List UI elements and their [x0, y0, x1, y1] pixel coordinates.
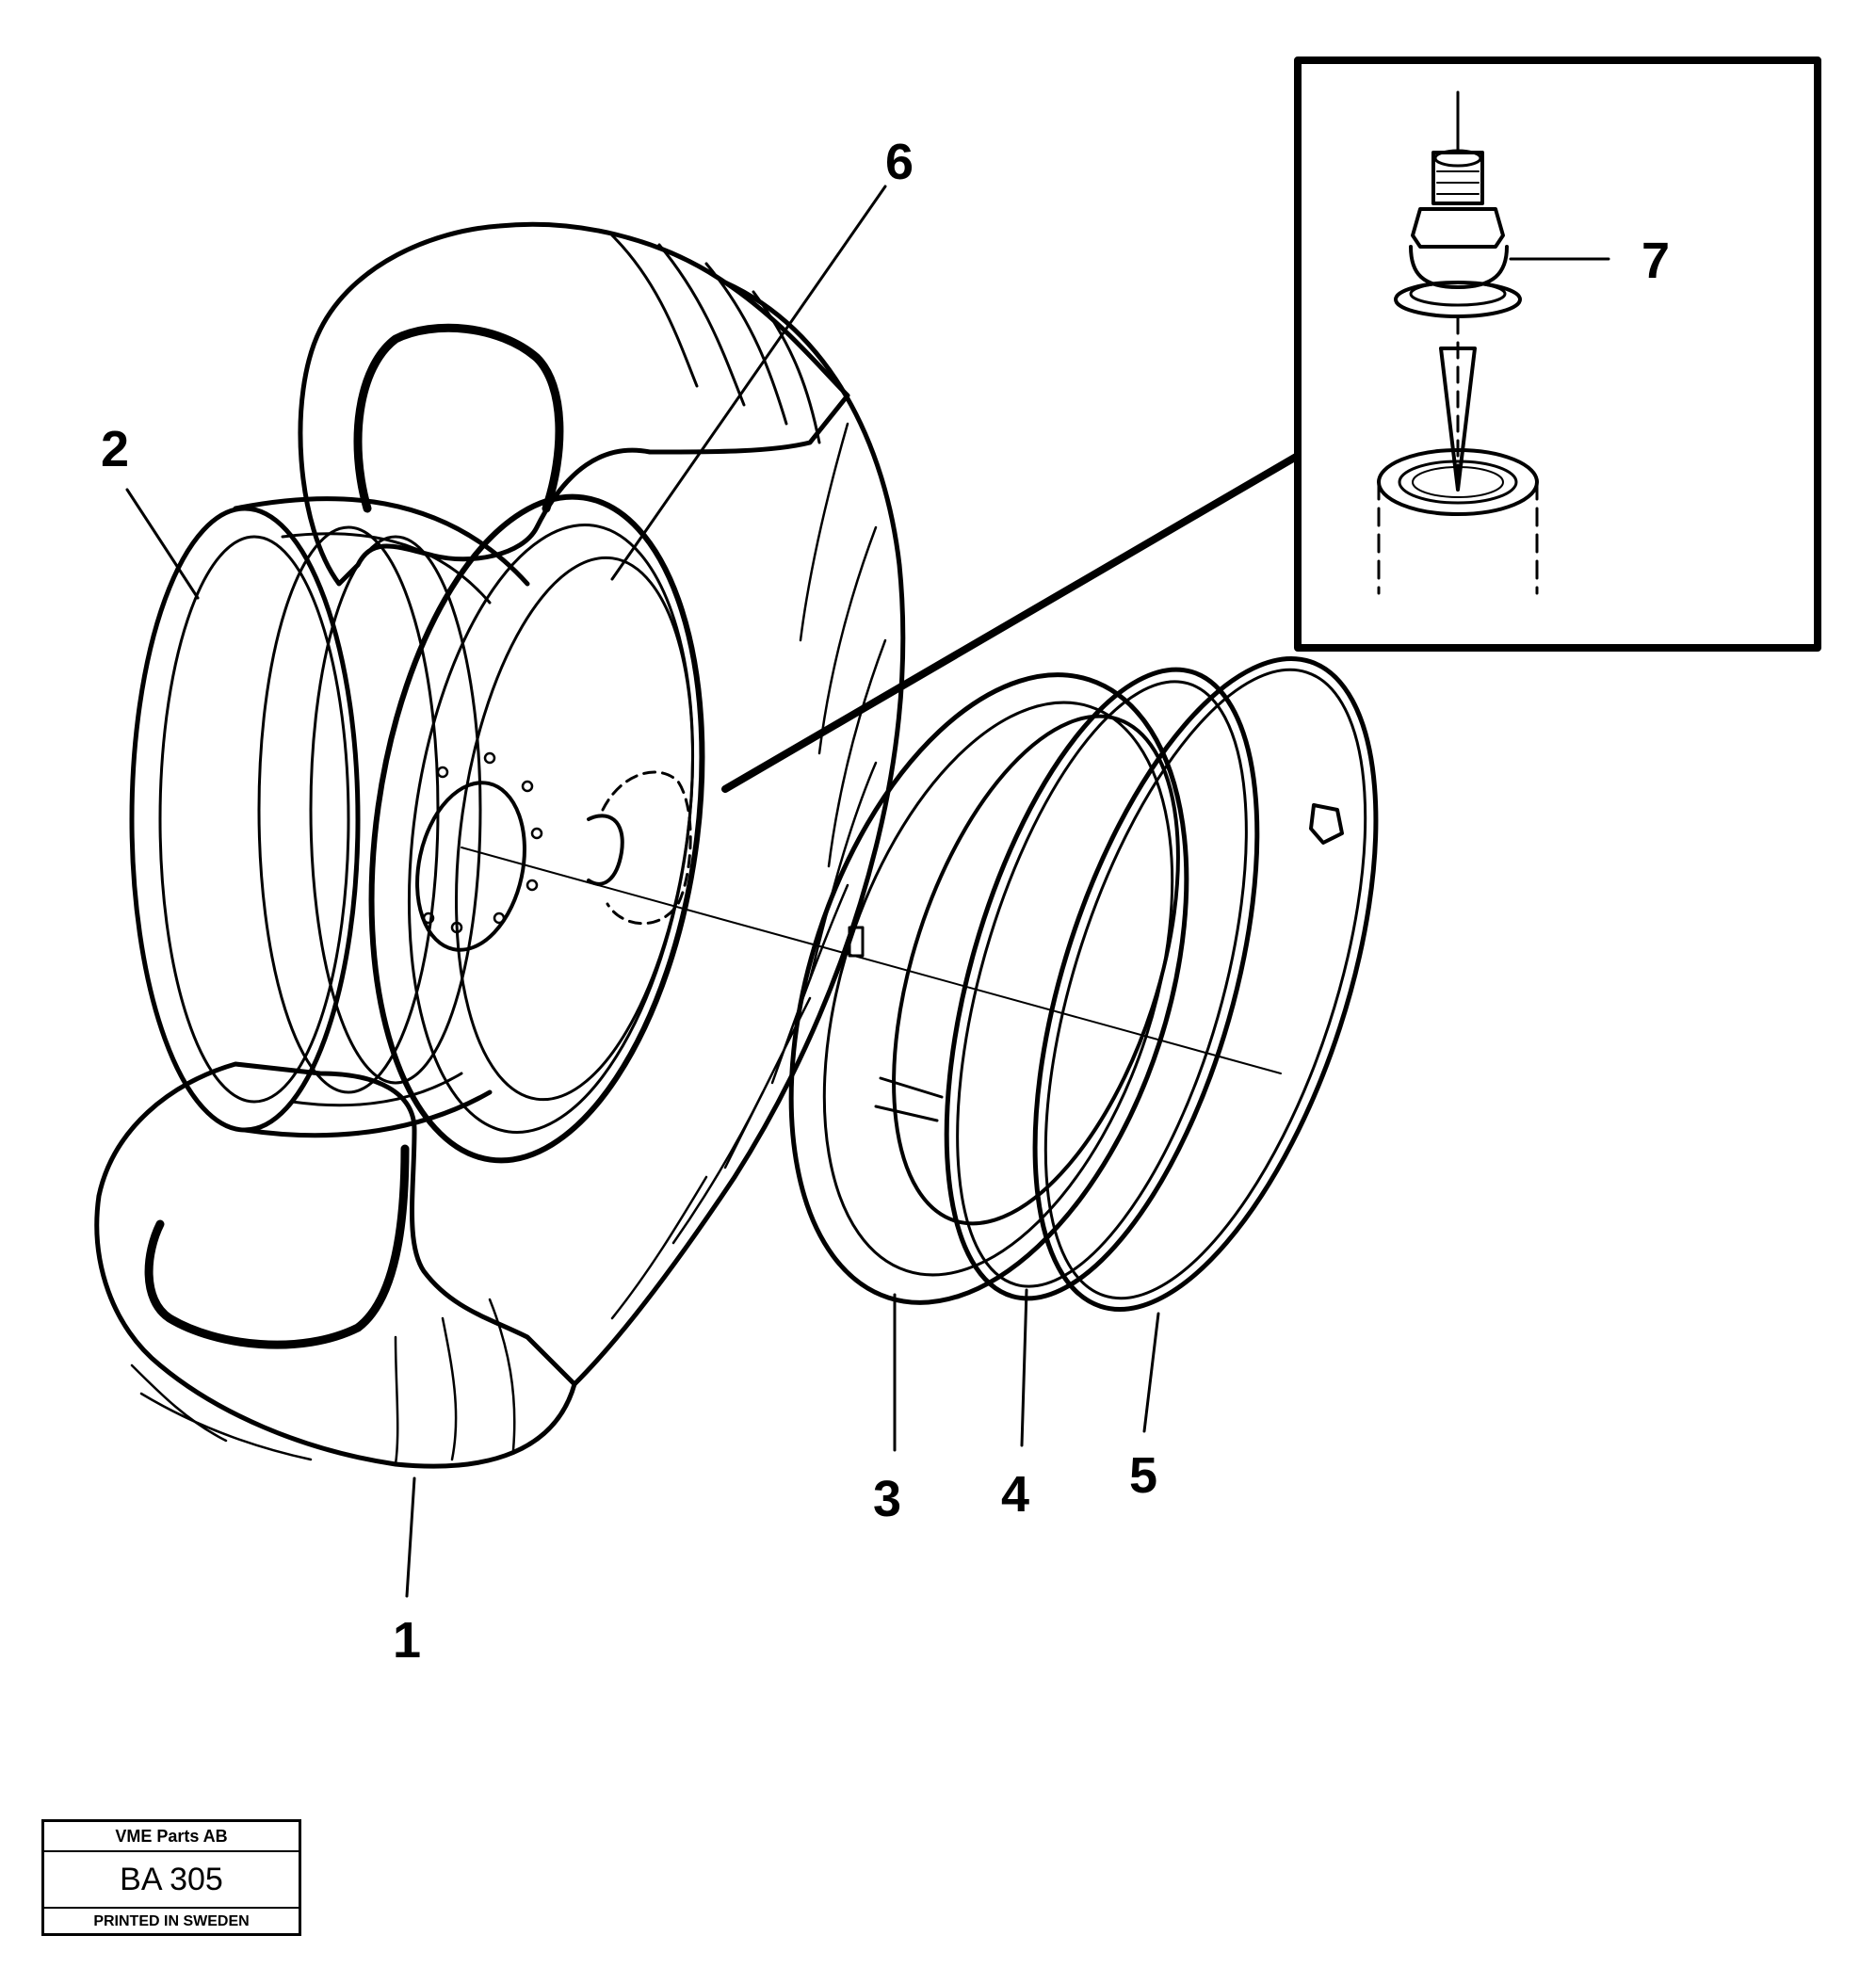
callout-2: 2	[101, 421, 129, 477]
callouts: 1 2 3 4 5 6 7	[101, 134, 1670, 1669]
title-block: VME Parts AB BA 305 PRINTED IN SWEDEN	[41, 1819, 301, 1936]
tread-ribs-top	[610, 234, 821, 444]
callout-5: 5	[1129, 1447, 1157, 1504]
leader-lines	[125, 185, 1160, 1598]
lug-holes	[422, 751, 543, 934]
callout-4: 4	[1001, 1466, 1029, 1523]
tire	[94, 221, 906, 1469]
tread-ribs-bottom	[130, 1298, 516, 1466]
ring-4	[944, 667, 1260, 1301]
callout-6: 6	[885, 134, 914, 190]
valve-detail-box	[721, 56, 1821, 793]
callout-1: 1	[393, 1612, 421, 1669]
printed-note: PRINTED IN SWEDEN	[93, 1913, 250, 1929]
callout-3: 3	[873, 1471, 901, 1527]
rim	[129, 493, 1282, 1164]
ring-5	[1032, 655, 1379, 1313]
drawing-code: BA 305	[44, 1852, 299, 1909]
callout-7: 7	[1642, 233, 1670, 289]
company-name: VME Parts AB	[44, 1822, 299, 1852]
